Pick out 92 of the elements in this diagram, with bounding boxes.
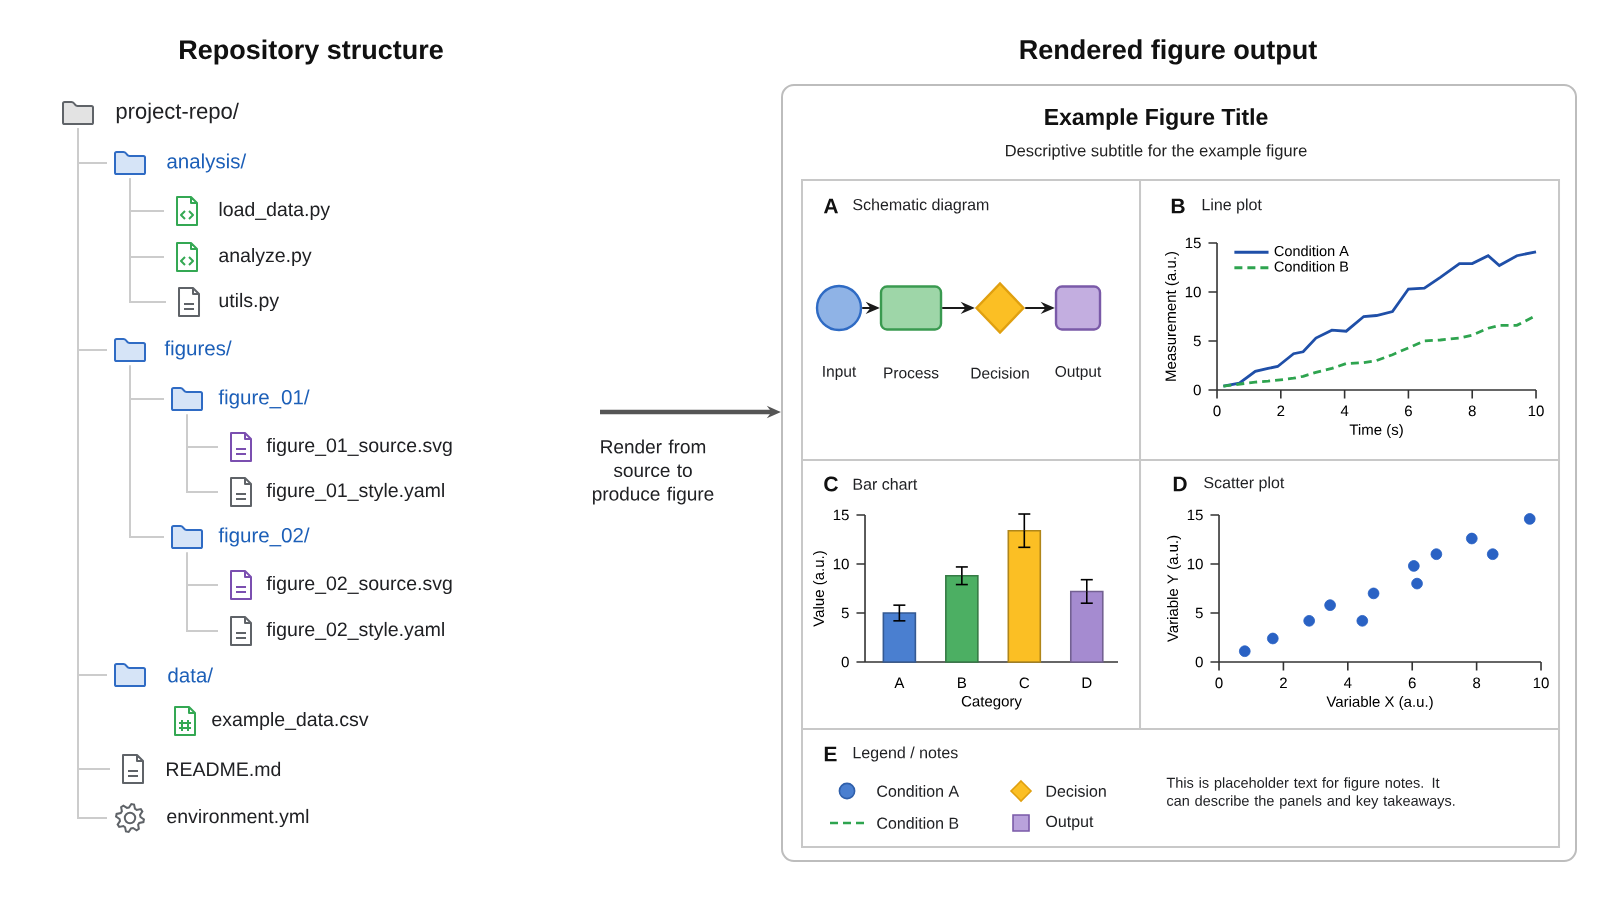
- panel-letter: A: [823, 198, 838, 214]
- point: [1303, 615, 1315, 627]
- folder-name: figure_01/: [218, 389, 310, 409]
- x-tick-label: B: [958, 677, 967, 688]
- y-tick-label: 10: [833, 558, 849, 570]
- folder-name: analysis/: [167, 153, 247, 173]
- file-name: environment.yml: [167, 808, 309, 828]
- legend-label: Condition B: [877, 817, 959, 829]
- x-tick-label: C: [1019, 677, 1030, 689]
- legend-label: Condition A: [1274, 245, 1349, 257]
- file-name: figure_01_source.svg: [266, 437, 452, 457]
- x-tick-label: A: [894, 677, 905, 688]
- y-axis-title: Measurement (a.u.): [1165, 251, 1179, 381]
- point: [1411, 577, 1423, 590]
- panel-letter: E: [824, 746, 837, 762]
- y-axis-title: Variable Y (a.u.): [1167, 535, 1181, 643]
- file-name: figure_01_style.yaml: [266, 482, 444, 502]
- panel-letter: C: [824, 476, 838, 492]
- y-tick-label: 0: [1193, 384, 1201, 396]
- point: [1324, 599, 1336, 611]
- file-name: README.md: [167, 761, 281, 777]
- file-name: utils.py: [219, 292, 280, 312]
- file-name: analyze.py: [219, 247, 312, 267]
- y-tick-label: 0: [841, 656, 849, 668]
- point: [1367, 587, 1380, 600]
- point: [1523, 513, 1536, 525]
- x-tick-label: 6: [1408, 677, 1416, 689]
- file-name: load_data.py: [219, 201, 331, 221]
- x-tick-label: 8: [1468, 405, 1476, 417]
- legend-label: Decision: [1046, 785, 1106, 797]
- shape-label: Process: [884, 367, 939, 379]
- y-tick-label: 5: [841, 607, 849, 619]
- shape-label: Decision: [971, 367, 1029, 379]
- point: [1356, 615, 1369, 627]
- legend-label: Condition A: [877, 785, 960, 797]
- heading: Repository structure: [180, 39, 443, 65]
- file-name: example_data.csv: [212, 711, 369, 731]
- y-tick-label: 15: [1185, 237, 1201, 249]
- x-tick-label: 0: [1213, 405, 1221, 417]
- x-tick-label: 4: [1343, 677, 1352, 688]
- folder-name: figures/: [164, 340, 232, 360]
- x-tick-label: 4: [1340, 405, 1349, 416]
- shape-label: Input: [823, 366, 857, 380]
- x-tick-label: 10: [1533, 677, 1549, 689]
- point: [1430, 548, 1443, 560]
- legend-label: Output: [1046, 815, 1094, 831]
- panel-title: Schematic diagram: [853, 198, 989, 214]
- folder-name: figure_02/: [218, 527, 310, 547]
- x-tick-label: D: [1082, 677, 1092, 688]
- folder-name: data/: [168, 667, 213, 683]
- heading: Rendered figure output: [1020, 39, 1317, 65]
- x-axis-title: Time (s): [1349, 423, 1403, 438]
- point: [1408, 560, 1420, 572]
- folder-name: project-repo/: [116, 102, 239, 124]
- x-axis-title: Variable X (a.u.): [1326, 695, 1433, 710]
- x-tick-label: 2: [1277, 405, 1285, 417]
- y-tick-label: 5: [1193, 335, 1201, 347]
- panel-title: Bar chart: [853, 478, 918, 490]
- y-axis-title: Value (a.u.): [813, 551, 827, 627]
- legend-label: Condition B: [1274, 261, 1349, 272]
- y-tick-label: 10: [1187, 558, 1203, 570]
- point: [1465, 532, 1478, 545]
- y-tick-label: 0: [1195, 656, 1203, 668]
- shape-label: Output: [1055, 366, 1102, 381]
- bar: [882, 612, 917, 663]
- y-tick-label: 15: [1187, 509, 1203, 521]
- file-name: figure_02_style.yaml: [266, 621, 444, 641]
- figure-subtitle: Descriptive subtitle for the example figure: [1006, 144, 1307, 160]
- x-tick-label: 8: [1473, 677, 1481, 689]
- bar: [1069, 590, 1104, 663]
- y-tick-label: 15: [833, 509, 849, 521]
- edge-label: Render from source to produce figure: [592, 439, 714, 505]
- x-axis-title: Category: [961, 695, 1022, 710]
- x-tick-label: 10: [1528, 405, 1544, 417]
- point: [1238, 645, 1251, 658]
- x-tick-label: 6: [1405, 405, 1412, 417]
- panel-title: Scatter plot: [1204, 476, 1285, 492]
- panel-title: Legend / notes: [853, 746, 958, 762]
- y-tick-label: 10: [1185, 286, 1201, 298]
- panel-letter: B: [1171, 198, 1185, 214]
- bar: [1007, 529, 1042, 663]
- point: [1266, 632, 1279, 645]
- x-tick-label: 2: [1280, 677, 1287, 689]
- panel-title: Line plot: [1202, 198, 1262, 214]
- y-tick-label: 5: [1195, 607, 1203, 619]
- figure-title: Example Figure Title: [1045, 108, 1268, 130]
- file-name: figure_02_source.svg: [266, 575, 452, 595]
- point: [1486, 548, 1499, 560]
- x-tick-label: 0: [1215, 677, 1223, 689]
- bar: [945, 574, 979, 663]
- panel-letter: D: [1173, 476, 1187, 492]
- note-text: This is placeholder text for figure notes. It can describe the panels and key takeaways.: [1166, 777, 1455, 809]
